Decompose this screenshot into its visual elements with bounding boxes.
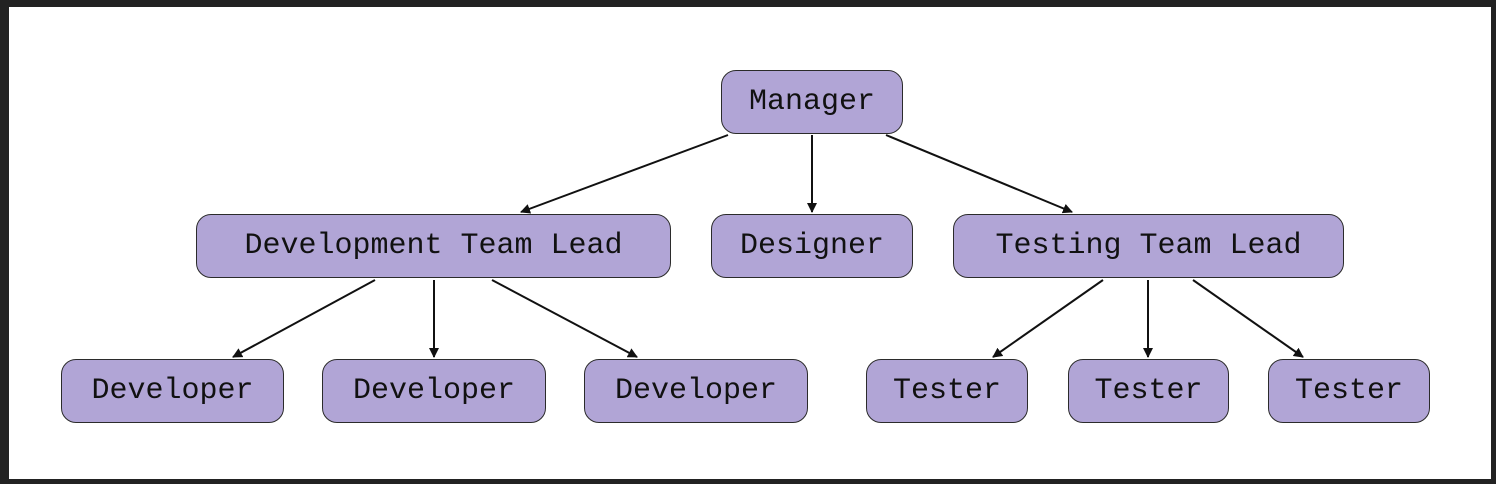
node-tester-1: Tester	[866, 359, 1028, 423]
node-tester-3: Tester	[1268, 359, 1430, 423]
edge-test-lead-to-tester-3	[1192, 279, 1304, 358]
node-developer-3: Developer	[584, 359, 808, 423]
node-developer-1: Developer	[61, 359, 284, 423]
node-manager: Manager	[721, 70, 903, 134]
node-designer: Designer	[711, 214, 913, 278]
edge-manager-to-test-lead	[885, 134, 1073, 214]
edge-dev-lead-to-dev-3	[491, 279, 638, 358]
node-development-team-lead: Development Team Lead	[196, 214, 671, 278]
edge-manager-to-dev-lead	[520, 134, 729, 214]
node-testing-team-lead: Testing Team Lead	[953, 214, 1344, 278]
edge-dev-lead-to-dev-1	[232, 279, 376, 358]
edge-test-lead-to-tester-1	[992, 279, 1104, 358]
node-tester-2: Tester	[1068, 359, 1229, 423]
node-developer-2: Developer	[322, 359, 546, 423]
